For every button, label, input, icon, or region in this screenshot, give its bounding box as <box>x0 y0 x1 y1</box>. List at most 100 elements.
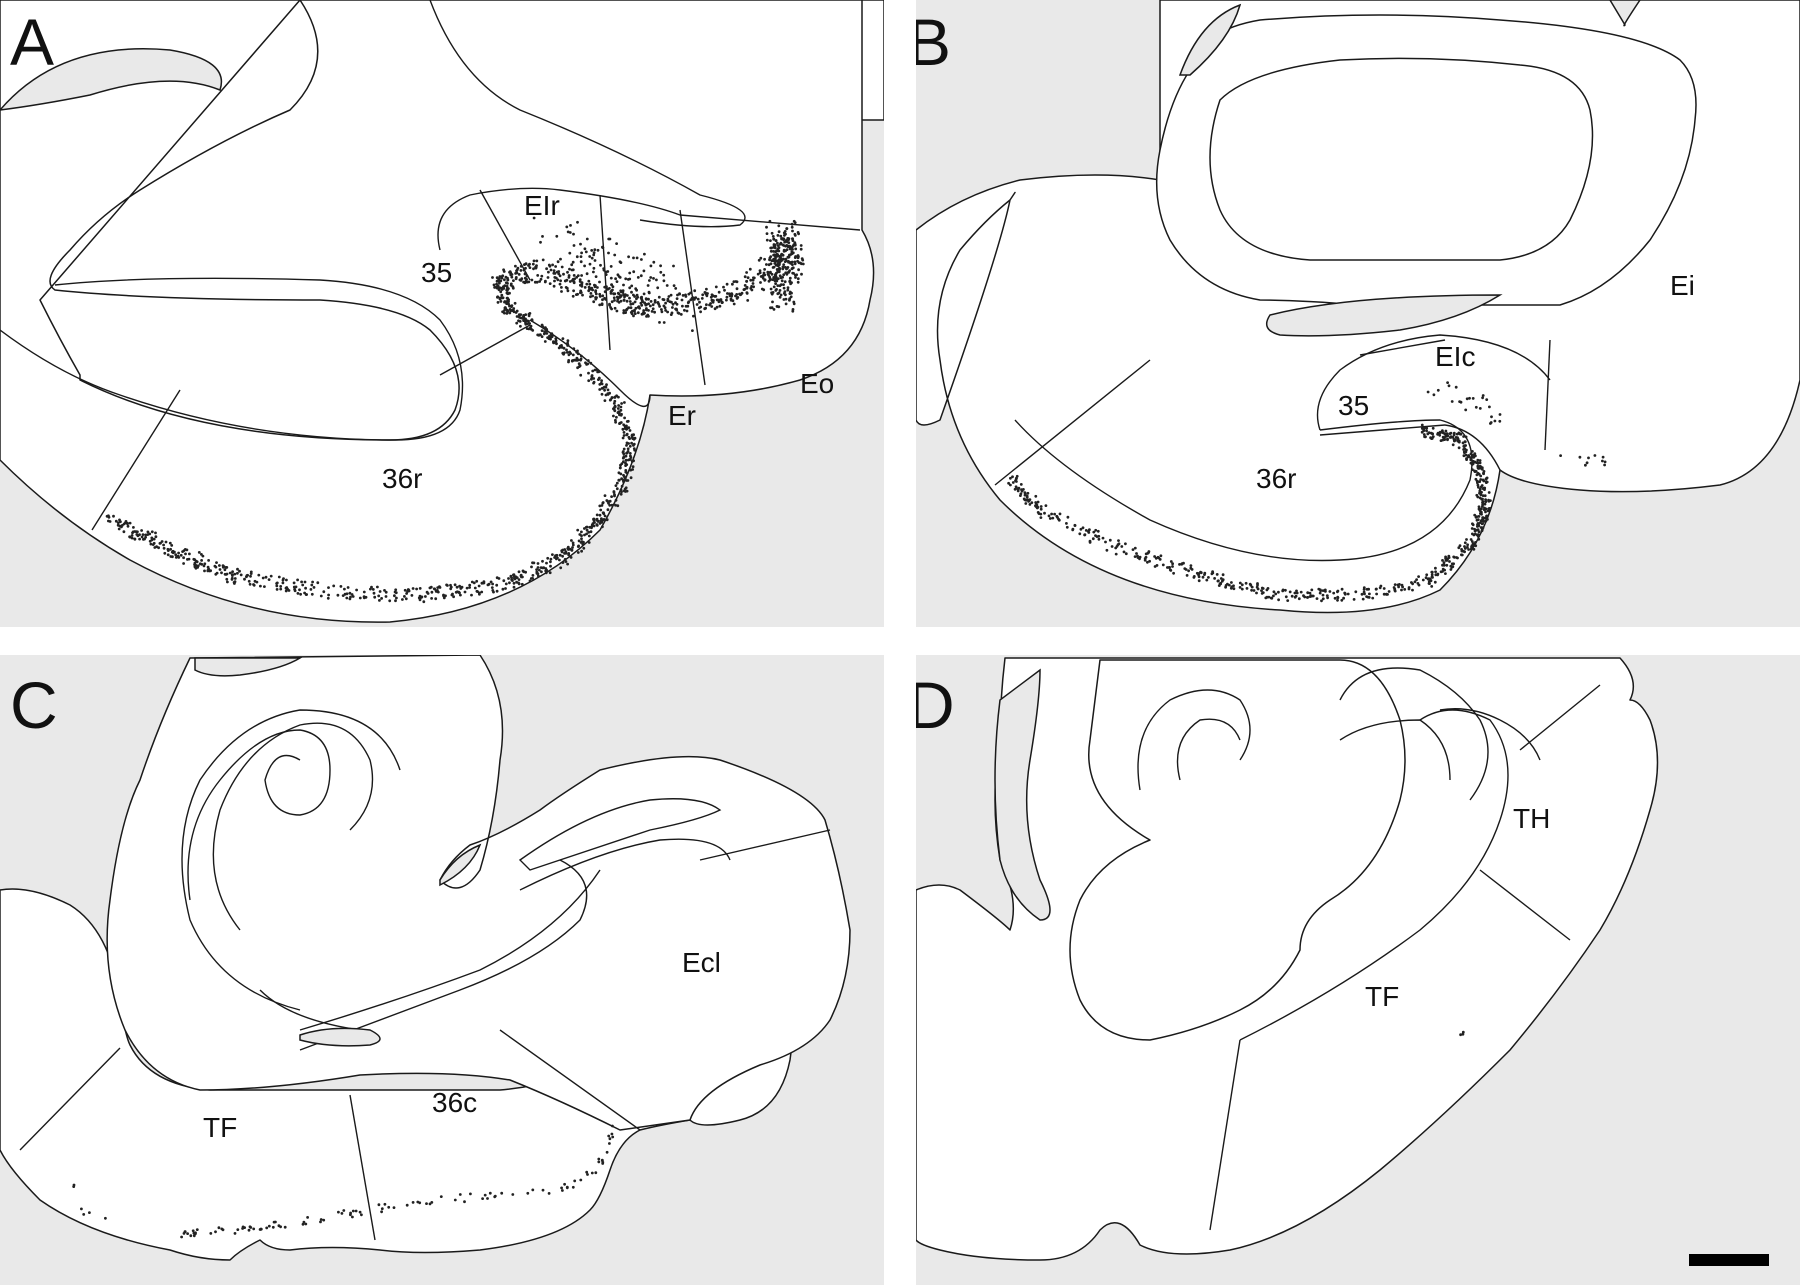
labeled-cell <box>1471 522 1474 526</box>
labeled-cell <box>567 353 571 357</box>
labeled-cell <box>249 574 252 578</box>
labeled-cell <box>776 284 780 287</box>
labeled-cell <box>585 532 588 536</box>
labeled-cell <box>245 574 249 577</box>
labeled-cell <box>168 541 172 545</box>
labeled-cell <box>509 282 513 286</box>
labeled-cell <box>730 294 733 298</box>
labeled-cell <box>1456 437 1460 441</box>
labeled-cell <box>521 569 525 573</box>
labeled-cell <box>495 589 499 593</box>
labeled-cell <box>185 548 189 552</box>
labeled-cell <box>613 494 616 498</box>
labeled-cell <box>791 308 795 311</box>
labeled-cell <box>1290 594 1294 598</box>
labeled-cell <box>626 447 630 451</box>
labeled-cell <box>1167 566 1171 569</box>
labeled-cell <box>1066 515 1070 519</box>
labeled-cell <box>489 580 493 584</box>
labeled-cell <box>576 358 580 362</box>
labeled-cell <box>765 238 769 242</box>
labeled-cell <box>510 576 513 580</box>
labeled-cell <box>410 594 414 597</box>
labeled-cell <box>394 599 397 603</box>
labeled-cell <box>541 1188 545 1192</box>
labeled-cell <box>642 311 645 314</box>
labeled-cell <box>576 220 579 224</box>
labeled-cell <box>592 253 596 257</box>
labeled-cell <box>783 260 787 263</box>
labeled-cell <box>701 293 705 297</box>
labeled-cell <box>1238 581 1242 585</box>
labeled-cell <box>138 537 142 541</box>
labeled-cell <box>782 283 785 286</box>
labeled-cell <box>1144 552 1148 556</box>
panel-a-label-36r: 36r <box>382 463 422 494</box>
labeled-cell <box>596 248 600 252</box>
labeled-cell <box>1393 583 1397 586</box>
labeled-cell <box>687 300 691 304</box>
labeled-cell <box>143 537 146 541</box>
labeled-cell <box>483 1193 487 1197</box>
labeled-cell <box>562 272 565 276</box>
labeled-cell <box>430 590 434 594</box>
labeled-cell <box>1309 594 1313 598</box>
labeled-cell <box>771 235 775 238</box>
labeled-cell <box>1354 590 1358 594</box>
labeled-cell <box>1260 592 1264 595</box>
labeled-cell <box>770 272 774 276</box>
labeled-cell <box>530 278 534 282</box>
labeled-cell <box>732 302 736 306</box>
labeled-cell <box>174 553 178 557</box>
labeled-cell <box>769 239 772 243</box>
labeled-cell <box>771 278 775 281</box>
labeled-cell <box>1478 461 1482 465</box>
labeled-cell <box>1087 530 1090 533</box>
labeled-cell <box>1478 521 1482 524</box>
labeled-cell <box>430 597 433 600</box>
labeled-cell <box>132 526 135 529</box>
labeled-cell <box>781 243 785 247</box>
labeled-cell <box>594 292 598 296</box>
labeled-cell <box>519 324 522 328</box>
labeled-cell <box>1485 476 1489 480</box>
labeled-cell <box>1023 491 1027 495</box>
labeled-cell <box>663 306 667 310</box>
labeled-cell <box>647 314 650 318</box>
labeled-cell <box>572 289 575 293</box>
labeled-cell <box>760 275 764 278</box>
labeled-cell <box>606 508 610 512</box>
labeled-cell <box>628 444 632 448</box>
labeled-cell <box>1319 589 1322 593</box>
labeled-cell <box>1302 594 1305 598</box>
labeled-cell <box>395 596 398 600</box>
labeled-cell <box>496 301 500 304</box>
labeled-cell <box>555 553 559 557</box>
labeled-cell <box>217 1226 221 1230</box>
panel-a-label-eo: Eo <box>800 368 834 399</box>
labeled-cell <box>1458 400 1461 403</box>
labeled-cell <box>355 588 358 592</box>
labeled-cell <box>545 561 548 565</box>
labeled-cell <box>1342 596 1345 600</box>
labeled-cell <box>282 577 285 580</box>
labeled-cell <box>513 301 517 305</box>
labeled-cell <box>130 534 134 537</box>
labeled-cell <box>769 249 773 253</box>
labeled-cell <box>541 258 545 262</box>
labeled-cell <box>1436 573 1439 577</box>
labeled-cell <box>782 286 786 290</box>
labeled-cell <box>758 269 762 272</box>
labeled-cell <box>579 373 583 377</box>
labeled-cell <box>537 568 541 572</box>
labeled-cell <box>571 1185 575 1189</box>
labeled-cell <box>349 1211 352 1215</box>
labeled-cell <box>274 1220 277 1224</box>
labeled-cell <box>527 319 530 323</box>
labeled-cell <box>600 392 604 396</box>
labeled-cell <box>1336 589 1340 593</box>
labeled-cell <box>561 548 565 552</box>
labeled-cell <box>581 293 584 297</box>
labeled-cell <box>619 405 623 409</box>
labeled-cell <box>1178 563 1181 566</box>
